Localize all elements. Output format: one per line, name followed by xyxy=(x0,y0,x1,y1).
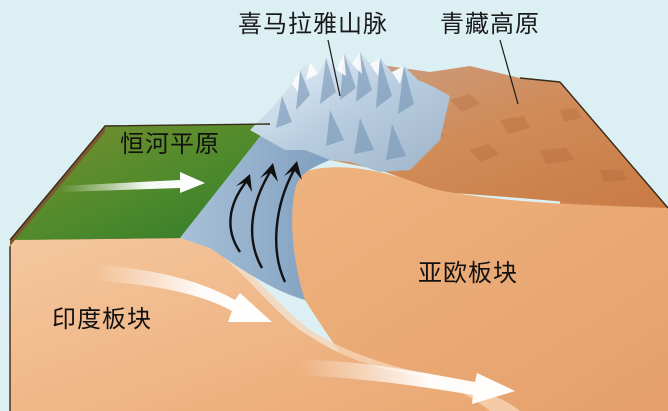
block-outline xyxy=(9,77,668,411)
tibet-leader-line xyxy=(499,39,519,105)
tibetan-plateau-label: 青藏高原 xyxy=(440,10,540,38)
indian-plate-label: 印度板块 xyxy=(52,305,152,333)
label-leaders xyxy=(327,39,519,105)
himalaya-leader-line xyxy=(327,39,341,97)
snow-caps xyxy=(292,52,404,92)
india-motion-arrow-lower xyxy=(300,360,515,404)
himalaya-label: 喜马拉雅山脉 xyxy=(238,10,388,38)
ganges-plain-label: 恒河平原 xyxy=(120,130,220,158)
uplift-arrowheads xyxy=(236,161,302,192)
uplift-arrow-3 xyxy=(275,169,296,283)
uplift-arrows xyxy=(229,169,296,283)
eurasian-plate-body xyxy=(289,167,668,411)
uplift-arrow-2 xyxy=(251,171,272,269)
uplift-arrow-1 xyxy=(229,181,247,253)
plain-motion-arrow xyxy=(60,172,205,193)
ganges-plain-edge xyxy=(10,126,105,246)
india-motion-arrow-upper xyxy=(95,265,272,322)
eurasian-plate-label: 亚欧板块 xyxy=(418,259,518,287)
